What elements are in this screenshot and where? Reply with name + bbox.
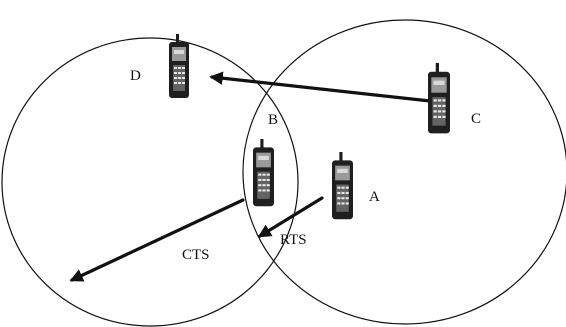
range-circle-b xyxy=(1,37,299,327)
phone-a-icon xyxy=(332,152,353,220)
phone-d-icon xyxy=(169,34,189,98)
arrow-rts xyxy=(257,196,324,238)
label-d: D xyxy=(130,68,141,84)
phone-b-icon xyxy=(253,139,274,207)
label-b: B xyxy=(268,112,278,128)
arrow-cts xyxy=(69,198,245,282)
phone-c-icon xyxy=(428,63,450,134)
label-cts: CTS xyxy=(182,247,210,263)
label-a: A xyxy=(369,189,380,205)
arrow-c-to-d xyxy=(209,71,432,103)
range-circle-a xyxy=(242,19,566,325)
label-rts: RTS xyxy=(280,232,307,248)
label-c: C xyxy=(471,111,481,127)
